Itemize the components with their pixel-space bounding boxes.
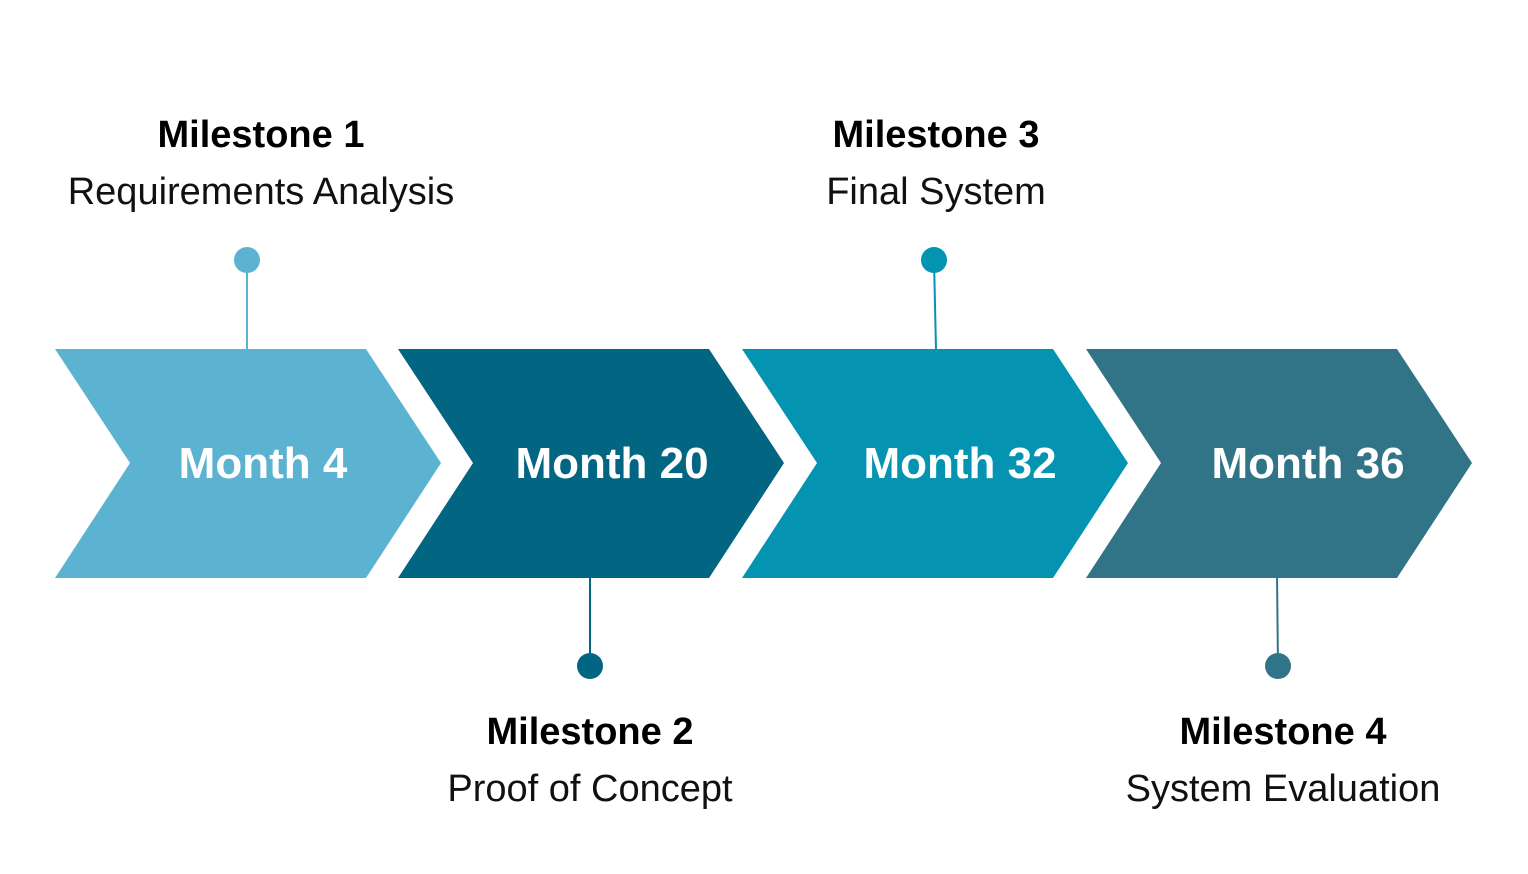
chevron-step-4 — [1086, 349, 1472, 578]
connector-line-3 — [933, 259, 937, 351]
milestone-title-2: Milestone 2 — [487, 711, 694, 753]
milestone-description-2: Proof of Concept — [447, 768, 733, 810]
step-label-4: Month 36 — [1211, 439, 1404, 488]
step-label-2: Month 20 — [515, 439, 708, 488]
milestone-title-3: Milestone 3 — [833, 114, 1040, 156]
milestone-dot-3 — [921, 247, 947, 273]
step-label-1: Month 4 — [179, 439, 348, 488]
chevron-step-3 — [742, 349, 1128, 578]
chevron-step-1 — [55, 349, 441, 578]
milestone-title-4: Milestone 4 — [1180, 711, 1387, 753]
milestone-dot-1 — [234, 247, 260, 273]
step-label-3: Month 32 — [863, 439, 1056, 488]
milestone-description-4: System Evaluation — [1126, 768, 1441, 810]
milestone-title-1: Milestone 1 — [158, 114, 365, 156]
connector-line-4 — [1276, 575, 1279, 667]
milestone-description-1: Requirements Analysis — [68, 171, 455, 213]
chevron-step-2 — [398, 349, 784, 578]
milestone-description-3: Final System — [826, 171, 1046, 213]
milestone-dot-4 — [1265, 653, 1291, 679]
milestone-dot-2 — [577, 653, 603, 679]
